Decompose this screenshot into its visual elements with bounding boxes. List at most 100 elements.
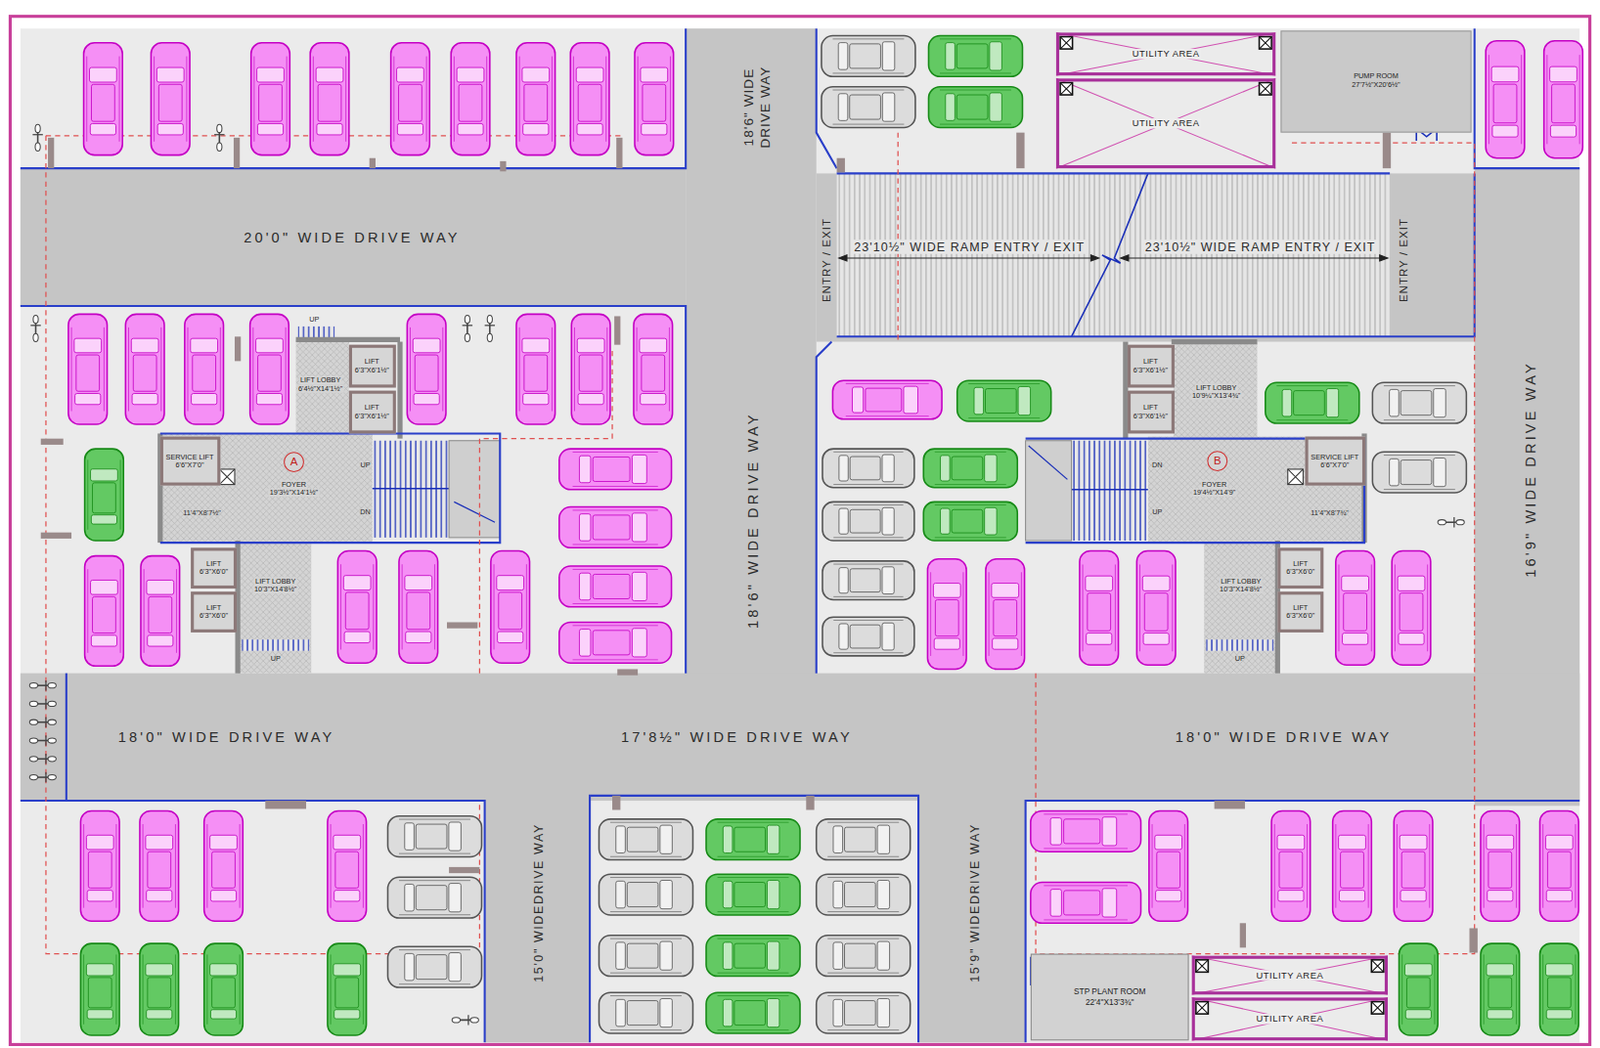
car-part bbox=[833, 826, 844, 854]
car-part bbox=[706, 992, 800, 1034]
bike-part bbox=[35, 124, 41, 133]
car-part bbox=[931, 572, 964, 657]
car-part bbox=[1399, 943, 1439, 1036]
car-part bbox=[310, 43, 350, 156]
car-icon bbox=[139, 943, 179, 1036]
car-part bbox=[928, 36, 1023, 78]
car-part bbox=[816, 819, 911, 861]
bike-part bbox=[1437, 520, 1446, 526]
car-part bbox=[258, 355, 282, 392]
car-part bbox=[335, 977, 359, 1009]
car-part bbox=[415, 824, 447, 849]
lift-box: LIFT6'3"X6'1½" bbox=[348, 391, 396, 435]
car-icon bbox=[387, 946, 482, 988]
car-icon bbox=[1372, 382, 1467, 424]
car-part bbox=[852, 387, 864, 413]
car-part bbox=[717, 878, 790, 913]
car-part bbox=[146, 890, 173, 902]
car-part bbox=[849, 94, 882, 120]
car-part bbox=[89, 123, 116, 134]
bike-part bbox=[47, 701, 56, 707]
car-part bbox=[559, 566, 672, 608]
car-icon bbox=[391, 43, 431, 156]
car-part bbox=[80, 811, 120, 923]
room-name: FOYER bbox=[280, 480, 308, 489]
room-name: SERVICE LIFT bbox=[1310, 452, 1359, 462]
car-part bbox=[1143, 633, 1169, 646]
driveway-label: 20'0" WIDE DRIVE WAY bbox=[243, 229, 461, 247]
car-part bbox=[256, 394, 282, 405]
car-part bbox=[637, 56, 670, 142]
car-part bbox=[257, 67, 285, 83]
car-part bbox=[598, 819, 693, 861]
bike-part bbox=[29, 738, 38, 744]
car-part bbox=[415, 886, 447, 911]
car-part bbox=[984, 454, 997, 483]
room-dimension: 27'7½"X20'6½" bbox=[1351, 81, 1400, 90]
car-part bbox=[399, 881, 471, 916]
bike-part bbox=[44, 772, 46, 783]
car-part bbox=[722, 881, 733, 909]
car-icon bbox=[923, 448, 1018, 489]
car-part bbox=[1149, 811, 1189, 923]
bike-part bbox=[32, 133, 43, 135]
room-name: LIFT LOBBY bbox=[1219, 577, 1262, 586]
core-marker: A bbox=[283, 451, 305, 473]
car-part bbox=[1293, 391, 1326, 416]
car-part bbox=[387, 946, 482, 988]
car-part bbox=[559, 622, 672, 664]
car-part bbox=[210, 890, 236, 902]
car-part bbox=[210, 964, 238, 977]
car-part bbox=[1485, 41, 1525, 159]
car-icon bbox=[516, 313, 556, 425]
car-part bbox=[927, 559, 967, 670]
car-icon bbox=[516, 43, 556, 156]
car-part bbox=[877, 941, 889, 971]
car-part bbox=[734, 883, 766, 908]
driveway-label: 18'6" WIDE DRIVE WAY bbox=[741, 57, 774, 156]
car-part bbox=[1405, 1010, 1431, 1020]
car-icon bbox=[822, 448, 915, 489]
car-part bbox=[1389, 389, 1400, 417]
car-part bbox=[519, 56, 552, 142]
car-part bbox=[85, 556, 125, 667]
car-part bbox=[640, 394, 667, 405]
car-part bbox=[1406, 977, 1430, 1009]
utility-cross-line bbox=[1192, 956, 1388, 996]
bike-icon bbox=[29, 717, 56, 728]
car-part bbox=[146, 579, 175, 595]
car-part bbox=[1030, 811, 1142, 853]
room-name: LIFT bbox=[1292, 559, 1308, 569]
car-part bbox=[1340, 851, 1365, 889]
car-part bbox=[204, 943, 244, 1036]
car-part bbox=[1544, 41, 1584, 159]
shaft-symbol bbox=[1259, 83, 1273, 96]
car-icon bbox=[927, 559, 967, 670]
car-part bbox=[75, 394, 101, 405]
car-group bbox=[29, 36, 1583, 1037]
car-part bbox=[1282, 389, 1292, 417]
car-part bbox=[397, 123, 423, 134]
car-part bbox=[88, 851, 112, 889]
car-part bbox=[577, 394, 604, 405]
car-part bbox=[660, 825, 672, 854]
car-part bbox=[573, 56, 606, 142]
car-part bbox=[574, 327, 607, 412]
plan-note: UP bbox=[1152, 508, 1162, 516]
car-part bbox=[1433, 389, 1446, 418]
car-part bbox=[316, 123, 343, 134]
car-icon bbox=[822, 501, 915, 541]
car-part bbox=[934, 505, 1007, 538]
car-icon bbox=[387, 877, 482, 919]
car-part bbox=[1335, 550, 1376, 666]
car-icon bbox=[957, 380, 1052, 422]
car-part bbox=[90, 515, 117, 525]
car-part bbox=[734, 827, 766, 852]
car-part bbox=[945, 43, 956, 71]
car-part bbox=[988, 572, 1022, 657]
car-part bbox=[616, 826, 626, 854]
bike-part bbox=[44, 717, 46, 728]
car-part bbox=[401, 564, 435, 650]
bike-part bbox=[44, 754, 46, 764]
car-part bbox=[827, 878, 899, 913]
